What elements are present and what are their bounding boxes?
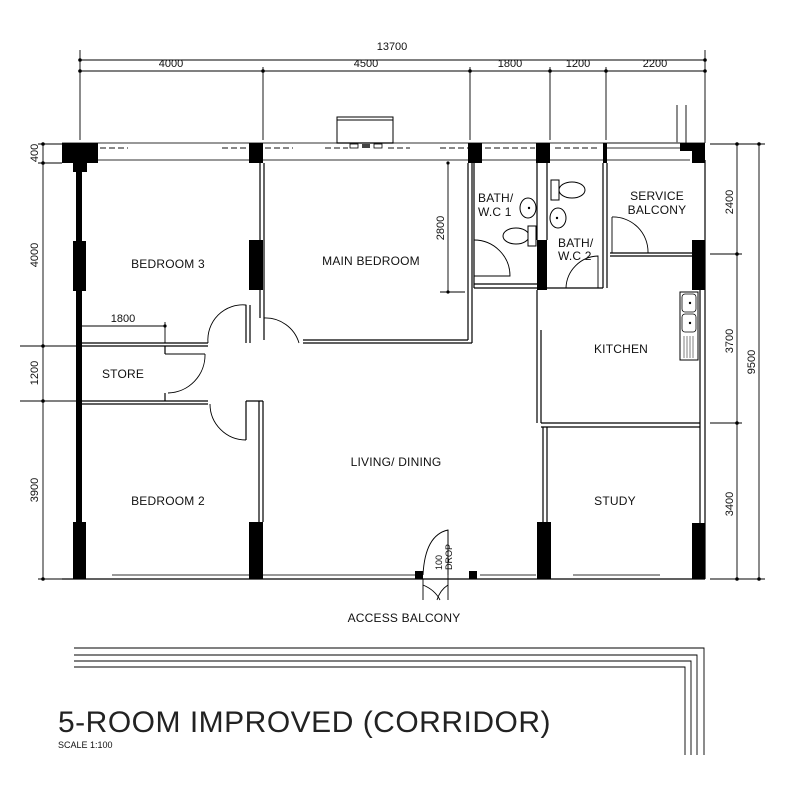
dim-left-4: 3900 (29, 478, 41, 502)
dim-right-total: 9500 (746, 350, 758, 374)
bottom-wall: 100 DROP (62, 522, 705, 601)
dim-top-4: 1200 (566, 58, 590, 70)
dim-main-bedroom-depth: 2800 (435, 216, 447, 240)
right-dimensions: 2400 3700 3400 9500 (710, 142, 765, 581)
interior-dimensions: 1800 2800 (82, 161, 465, 343)
dim-top-total: 13700 (377, 41, 408, 53)
left-wall (73, 163, 86, 579)
label-bedroom-3: BEDROOM 3 (131, 257, 205, 271)
top-dimensions: 13700 4000 4500 1800 1200 2200 (78, 41, 707, 140)
top-wall (62, 100, 706, 172)
plan-scale: SCALE 1:100 (58, 740, 113, 750)
plan-title: 5-ROOM IMPROVED (CORRIDOR) (58, 706, 551, 739)
label-bedroom-2: BEDROOM 2 (131, 494, 205, 508)
dim-top-5: 2200 (643, 58, 667, 70)
label-kitchen: KITCHEN (594, 342, 648, 356)
label-access-balcony: ACCESS BALCONY (348, 611, 461, 625)
dim-top-1: 4000 (159, 58, 183, 70)
label-living-dining: LIVING/ DINING (351, 455, 442, 469)
label-bath1-line2: W.C 1 (478, 205, 512, 219)
title-border (74, 647, 705, 755)
dim-store-width: 1800 (111, 313, 135, 325)
dim-right-3: 3400 (724, 492, 736, 516)
dim-right-1: 2400 (724, 190, 736, 214)
label-bath1-line1: BATH/ (478, 191, 514, 205)
right-wall (679, 160, 706, 579)
label-bath2-line2: W.C 2 (558, 249, 592, 263)
dim-top-3: 1800 (498, 58, 522, 70)
label-store: STORE (102, 367, 144, 381)
dim-left-1: 400 (29, 144, 41, 162)
interior-walls (82, 163, 700, 522)
dim-right-2: 3700 (724, 329, 736, 353)
room-labels: BEDROOM 3 MAIN BEDROOM BATH/ W.C 1 BATH/… (102, 189, 686, 625)
label-service-balcony-1: SERVICE (630, 189, 684, 203)
door-note-100: 100 (434, 555, 444, 570)
dim-top-2: 4500 (354, 58, 378, 70)
door-note-drop: DROP (444, 544, 454, 570)
dim-left-2: 4000 (29, 243, 41, 267)
dim-left-3: 1200 (29, 361, 41, 385)
left-dimensions: 400 4000 1200 3900 (20, 142, 80, 581)
label-study: STUDY (594, 494, 636, 508)
label-service-balcony-2: BALCONY (628, 203, 687, 217)
label-bath2-line1: BATH/ (558, 236, 594, 250)
label-main-bedroom: MAIN BEDROOM (322, 254, 420, 268)
